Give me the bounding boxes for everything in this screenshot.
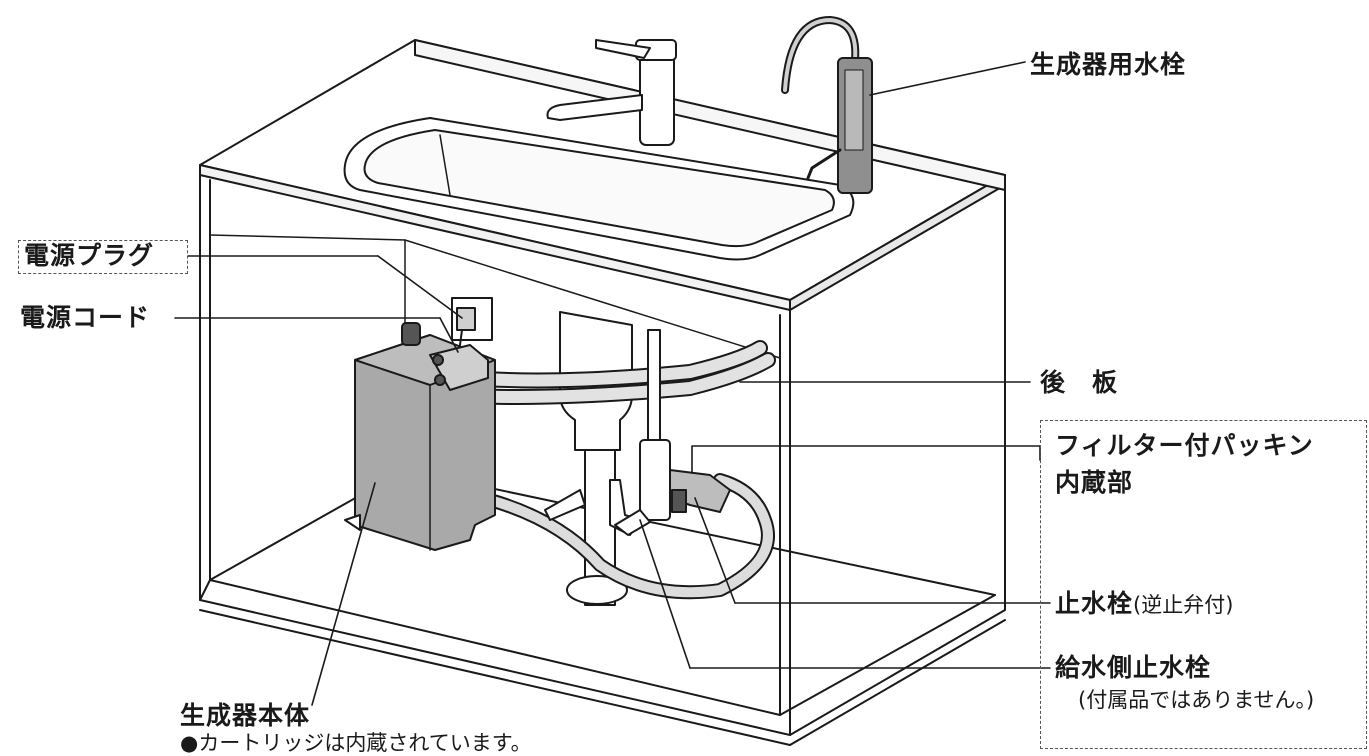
label-filter-packing: フィルター付パッキン [1055, 431, 1314, 460]
label-generator-body: 生成器本体 [180, 701, 311, 730]
stop-valve-note: (逆止弁付) [1133, 593, 1234, 617]
generator-faucet [781, 16, 873, 194]
power-plug-label-box [18, 240, 188, 274]
leader-lines [174, 61, 1051, 706]
supply-valves [544, 329, 731, 536]
label-supply-stop-valve: 給水側止水栓 [1055, 653, 1212, 682]
label-stop-valve: 止水栓(逆止弁付) [1055, 591, 1233, 616]
hoses [462, 340, 776, 600]
supply-note: (付属品ではありません。) [1078, 688, 1315, 712]
included-parts-box [1040, 420, 1367, 749]
label-filter-packing-2: 内蔵部 [1055, 468, 1134, 497]
main-faucet [546, 39, 677, 146]
power-outlet [449, 297, 493, 356]
label-power-plug: 電源プラグ [24, 241, 155, 270]
generator-body [344, 322, 496, 551]
stop-valve-text: 止水栓 [1055, 589, 1134, 618]
cartridge-note: ●カートリッジは内蔵されています。 [180, 731, 532, 755]
sink [343, 117, 855, 261]
label-back-panel: 後 板 [1040, 368, 1119, 397]
label-power-cord: 電源コード [20, 303, 151, 332]
label-faucet-for-generator: 生成器用水栓 [1030, 50, 1187, 79]
